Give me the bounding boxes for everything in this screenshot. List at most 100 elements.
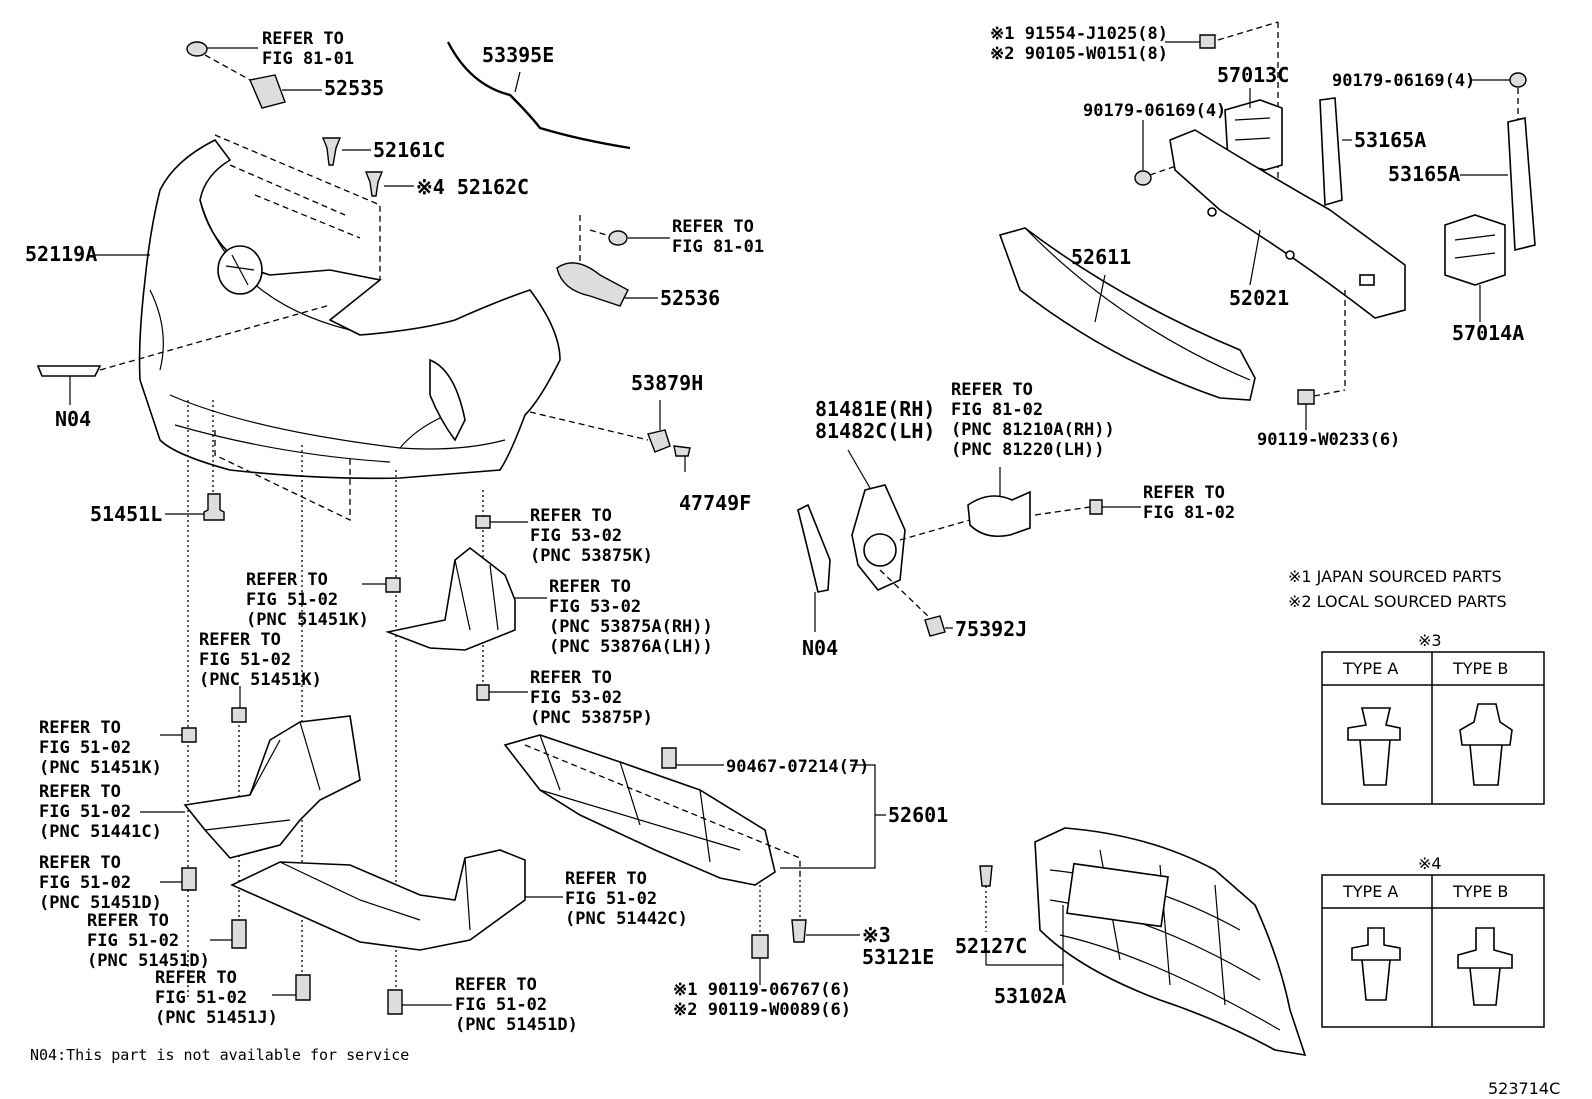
bumper-cover-52119A bbox=[138, 138, 561, 480]
label-pn-N04-a: N04 bbox=[55, 407, 91, 431]
label-line: REFER TO bbox=[672, 217, 754, 237]
label-line: FIG 53-02 bbox=[530, 526, 622, 546]
label-line: 53879H bbox=[631, 371, 703, 395]
clip-refer-53875K bbox=[475, 515, 528, 529]
label-line: 52119A bbox=[25, 242, 97, 266]
bolt-refer-51451D-b bbox=[210, 919, 247, 949]
figure-id: 523714C bbox=[1488, 1079, 1560, 1098]
label-line: FIG 51-02 bbox=[39, 873, 131, 893]
label-pn-52162C: ※4 52162C bbox=[416, 175, 529, 199]
label-line: (PNC 51451K) bbox=[39, 758, 162, 778]
bracket-52535 bbox=[249, 74, 322, 109]
label-pn-52611: 52611 bbox=[1071, 245, 1131, 269]
footnote: N04:This part is not available for servi… bbox=[30, 1046, 409, 1064]
type-table-4-graphic bbox=[1321, 874, 1545, 1028]
label-line: ※2 90105-W0151(8) bbox=[990, 44, 1168, 64]
label-pn-57014A: 57014A bbox=[1452, 321, 1524, 345]
label-pn-47749F: 47749F bbox=[679, 491, 751, 515]
label-pn-90467-07214: 90467-07214(7) bbox=[726, 757, 869, 777]
label-line: REFER TO bbox=[549, 577, 631, 597]
label-line: N04 bbox=[802, 636, 838, 660]
label-pn-52601: 52601 bbox=[888, 803, 948, 827]
label-line: ※1 91554-J1025(8) bbox=[990, 24, 1168, 44]
label-line: 90119-W0233(6) bbox=[1257, 430, 1400, 450]
clip-53121E bbox=[791, 880, 860, 943]
bolt-90119-W0233 bbox=[1297, 290, 1346, 430]
label-line: FIG 81-02 bbox=[1143, 503, 1235, 523]
label-line: (PNC 53875A(RH)) bbox=[549, 617, 713, 637]
label-line: (PNC 51451D) bbox=[39, 893, 162, 913]
type-table-4-col-a: TYPE A bbox=[1342, 882, 1398, 901]
label-line: 53165A bbox=[1388, 162, 1460, 186]
label-line: FIG 81-01 bbox=[672, 237, 764, 257]
label-line: 53165A bbox=[1354, 128, 1426, 152]
clip-refer-51451K-a bbox=[362, 577, 401, 593]
label-line: REFER TO bbox=[246, 570, 328, 590]
type-table-4-mark: ※4 bbox=[1418, 854, 1442, 873]
label-line: (PNC 51451J) bbox=[155, 1008, 278, 1028]
absorber-52611 bbox=[998, 227, 1256, 401]
label-pn-52536: 52536 bbox=[660, 286, 720, 310]
label-line: REFER TO bbox=[530, 506, 612, 526]
label-pn-53165A-a: 53165A bbox=[1354, 128, 1426, 152]
label-pn-53395E: 53395E bbox=[482, 43, 554, 67]
label-line: 81481E(RH) bbox=[815, 397, 935, 421]
label-line: REFER TO bbox=[1143, 483, 1225, 503]
label-line: 52021 bbox=[1229, 286, 1289, 310]
label-line: REFER TO bbox=[455, 975, 537, 995]
label-line: 52536 bbox=[660, 286, 720, 310]
label-line: REFER TO bbox=[155, 968, 237, 988]
label-line: REFER TO bbox=[39, 853, 121, 873]
label-line: ※1 90119-06767(6) bbox=[673, 980, 851, 1000]
label-line: FIG 51-02 bbox=[39, 802, 131, 822]
label-line: (PNC 51441C) bbox=[39, 822, 162, 842]
label-pn-52119A: 52119A bbox=[25, 242, 97, 266]
label-line: (PNC 51442C) bbox=[565, 909, 688, 929]
label-line: ※4 52162C bbox=[416, 175, 529, 199]
label-pn-52021: 52021 bbox=[1229, 286, 1289, 310]
label-pn-90119-06767: ※1 90119-06767(6)※2 90119-W0089(6) bbox=[673, 980, 851, 1020]
label-line: REFER TO bbox=[199, 630, 281, 650]
label-line: FIG 51-02 bbox=[199, 650, 291, 670]
label-line: REFER TO bbox=[565, 869, 647, 889]
type-table-3-mark: ※3 bbox=[1418, 631, 1442, 650]
label-line: (PNC 53876A(LH)) bbox=[549, 637, 713, 657]
label-pn-57013C: 57013C bbox=[1217, 63, 1289, 87]
side-shield-51441C bbox=[140, 715, 361, 859]
type-table-3-graphic bbox=[1321, 651, 1545, 805]
label-pn-N04-b: N04 bbox=[802, 636, 838, 660]
label-pn-51451L: 51451L bbox=[90, 502, 162, 526]
clip-75392J bbox=[879, 569, 953, 637]
label-pn-53102A: 53102A bbox=[994, 984, 1066, 1008]
label-line: (PNC 51451K) bbox=[246, 610, 369, 630]
label-line: 90179-06169(4) bbox=[1332, 71, 1475, 91]
reinforcement-52021 bbox=[1169, 129, 1406, 319]
label-line: 90467-07214(7) bbox=[726, 757, 869, 777]
label-line: 75392J bbox=[955, 617, 1027, 641]
label-line: 52611 bbox=[1071, 245, 1131, 269]
clip-refer-51451K-c bbox=[160, 727, 197, 743]
bolt-51451L bbox=[165, 493, 225, 521]
label-line: 52601 bbox=[888, 803, 948, 827]
label-line: FIG 51-02 bbox=[455, 995, 547, 1015]
label-line: FIG 51-02 bbox=[155, 988, 247, 1008]
label-line: REFER TO bbox=[39, 782, 121, 802]
label-line: REFER TO bbox=[951, 380, 1033, 400]
label-pn-52161C: 52161C bbox=[373, 138, 445, 162]
fog-lamp bbox=[899, 467, 1031, 541]
label-pn-91554-J1025: ※1 91554-J1025(8)※2 90105-W0151(8) bbox=[990, 24, 1168, 64]
label-line: REFER TO bbox=[87, 911, 169, 931]
bracket-57014A bbox=[1444, 214, 1506, 322]
